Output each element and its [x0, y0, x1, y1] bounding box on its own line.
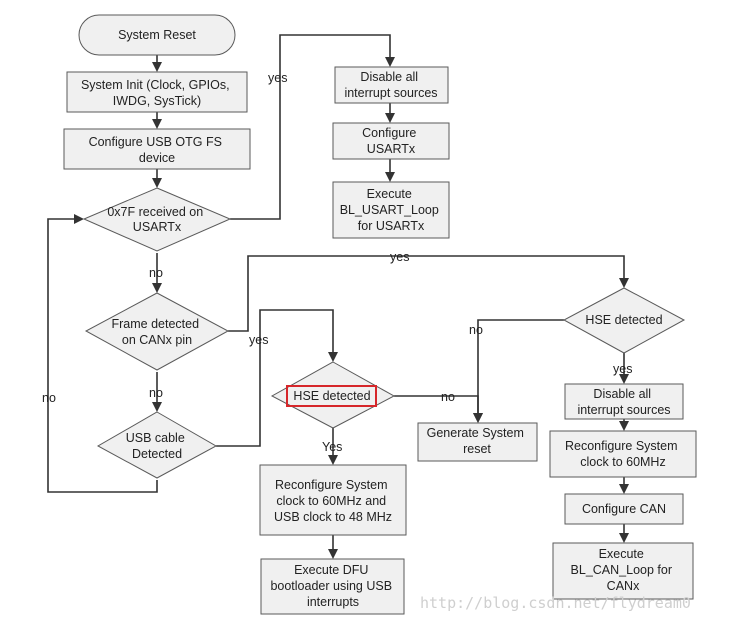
decision-hse-usb: HSE detected	[270, 361, 396, 429]
node-text: BL_CAN_Loop for	[571, 563, 672, 577]
node-text: Detected	[132, 447, 182, 461]
edge-usart-yes	[230, 34, 395, 220]
svg-text:Configure USARTx: Configure USARTx	[362, 126, 420, 156]
node-text: on CANx pin	[122, 333, 192, 347]
node-text: Configure CAN	[582, 502, 666, 516]
label-yes-usb-cable: yes	[249, 333, 268, 347]
node-text: Configure	[362, 126, 416, 140]
label-no-usb-cable: no	[42, 391, 56, 405]
edge-labels: yes no yes yes no no Yes no no yes	[42, 71, 632, 454]
node-system-reset: System Reset	[78, 14, 236, 56]
svg-text:Execute BL_USART_Loop: Execute BL_USART_Loop for USARTx	[340, 187, 443, 233]
node-text: Disable all	[360, 70, 418, 84]
decision-hse-can: HSE detected	[562, 287, 686, 354]
node-disable-interrupts-can: Disable all interrupt sources	[564, 383, 684, 420]
node-generate-reset: Generate System reset	[417, 422, 538, 462]
label-yes-can-frame: yes	[390, 250, 409, 264]
svg-text:0x7F received on USARTx: 0x7F received on USARTx	[107, 205, 206, 234]
svg-text:Reconfigure System clock: Reconfigure System clock to 60MHz and US…	[274, 478, 392, 524]
node-text: Reconfigure System	[565, 439, 678, 453]
svg-text:Generate System reset: Generate System reset	[427, 426, 528, 456]
label-no-can-frame: no	[149, 386, 163, 400]
svg-text:USB cable Detected: USB cable Detected	[126, 431, 189, 461]
svg-text:Frame detected on CANx p: Frame detected on CANx pin	[111, 317, 202, 347]
node-text: USARTx	[133, 220, 182, 234]
node-text: System Reset	[118, 28, 196, 42]
svg-text:Disable all interrupt so: Disable all interrupt sources	[577, 387, 670, 417]
label-no-hse-can: no	[469, 323, 483, 337]
svg-text:Configure USB OTG FS dev: Configure USB OTG FS device	[89, 135, 226, 165]
label-yes-usart: yes	[268, 71, 287, 85]
label-no-hse-usb: no	[441, 390, 455, 404]
node-text: bootloader using USB	[270, 579, 392, 593]
node-reconfigure-can-clock: Reconfigure System clock to 60MHz	[549, 430, 697, 478]
node-text: System Init (Clock, GPIOs,	[81, 78, 230, 92]
edges	[47, 34, 629, 559]
label-yes-hse-usb: Yes	[322, 440, 342, 454]
node-text: device	[139, 151, 175, 165]
node-text: Execute	[367, 187, 412, 201]
node-execute-can-loop: Execute BL_CAN_Loop for CANx	[552, 542, 694, 600]
node-text: CANx	[607, 579, 640, 593]
node-text: 0x7F received on	[107, 205, 203, 219]
node-text: IWDG, SysTick)	[113, 94, 201, 108]
node-configure-can: Configure CAN	[564, 493, 684, 525]
node-disable-interrupts-usart: Disable all interrupt sources	[334, 66, 449, 104]
decision-usart: 0x7F received on USARTx	[82, 187, 232, 252]
node-execute-dfu: Execute DFU bootloader using USB interru…	[260, 558, 405, 615]
svg-text:System Init (Clock, GPIOs,: System Init (Clock, GPIOs, IWDG, SysTick…	[81, 78, 233, 108]
node-text: Execute DFU	[294, 563, 368, 577]
node-text: HSE detected	[293, 389, 370, 403]
node-text: Frame detected	[111, 317, 199, 331]
node-text: interrupt sources	[577, 403, 670, 417]
highlight-box	[286, 385, 377, 407]
svg-text:Configure CAN: Configure CAN	[582, 502, 666, 516]
edge-hse-can-no	[473, 319, 564, 423]
edge-can-frame-yes	[228, 255, 629, 332]
node-text: interrupts	[307, 595, 359, 609]
node-text: clock to 60MHz	[580, 455, 665, 469]
svg-text:Disable all interrupt so: Disable all interrupt sources	[344, 70, 437, 100]
node-text: clock to 60MHz and	[276, 494, 386, 508]
svg-text:Execute DFU bootloader u: Execute DFU bootloader using USB interru…	[270, 563, 395, 609]
decision-can-frame: Frame detected on CANx pin	[84, 292, 230, 371]
svg-text:Reconfigure System clock: Reconfigure System clock to 60MHz	[565, 439, 681, 469]
svg-text:HSE detected: HSE detected	[293, 389, 370, 403]
node-text: BL_USART_Loop	[340, 203, 439, 217]
label-yes-hse-can: yes	[613, 362, 632, 376]
decision-usb-cable: USB cable Detected	[96, 411, 218, 479]
svg-text:System Reset: System Reset	[118, 28, 196, 42]
edge-usb-cable-yes	[216, 309, 338, 447]
node-text: USB cable	[126, 431, 185, 445]
svg-text:Execute BL_CAN_Loop for: Execute BL_CAN_Loop for CANx	[571, 547, 676, 593]
node-execute-usart-loop: Execute BL_USART_Loop for USARTx	[332, 181, 450, 239]
node-text: Reconfigure System	[275, 478, 388, 492]
edge-hse-usb-no	[394, 395, 483, 423]
node-text: USB clock to 48 MHz	[274, 510, 392, 524]
node-system-init: System Init (Clock, GPIOs, IWDG, SysTick…	[66, 71, 248, 113]
node-configure-usartx: Configure USARTx	[332, 122, 450, 160]
node-reconfigure-usb-clock: Reconfigure System clock to 60MHz and US…	[259, 464, 407, 536]
svg-text:HSE detected: HSE detected	[585, 313, 662, 327]
node-text: Execute	[599, 547, 644, 561]
node-text: Generate System	[427, 426, 524, 440]
node-text: reset	[463, 442, 491, 456]
node-text: HSE detected	[585, 313, 662, 327]
node-text: Disable all	[593, 387, 651, 401]
node-text: Configure USB OTG FS	[89, 135, 222, 149]
node-text: USARTx	[367, 142, 416, 156]
label-no-usart: no	[149, 266, 163, 280]
node-text: interrupt sources	[344, 86, 437, 100]
watermark: http://blog.csdn.net/flydream0	[420, 594, 691, 612]
edge-usb-cable-no	[47, 214, 158, 493]
node-text: for USARTx	[358, 219, 425, 233]
node-configure-usb: Configure USB OTG FS device	[63, 128, 251, 170]
